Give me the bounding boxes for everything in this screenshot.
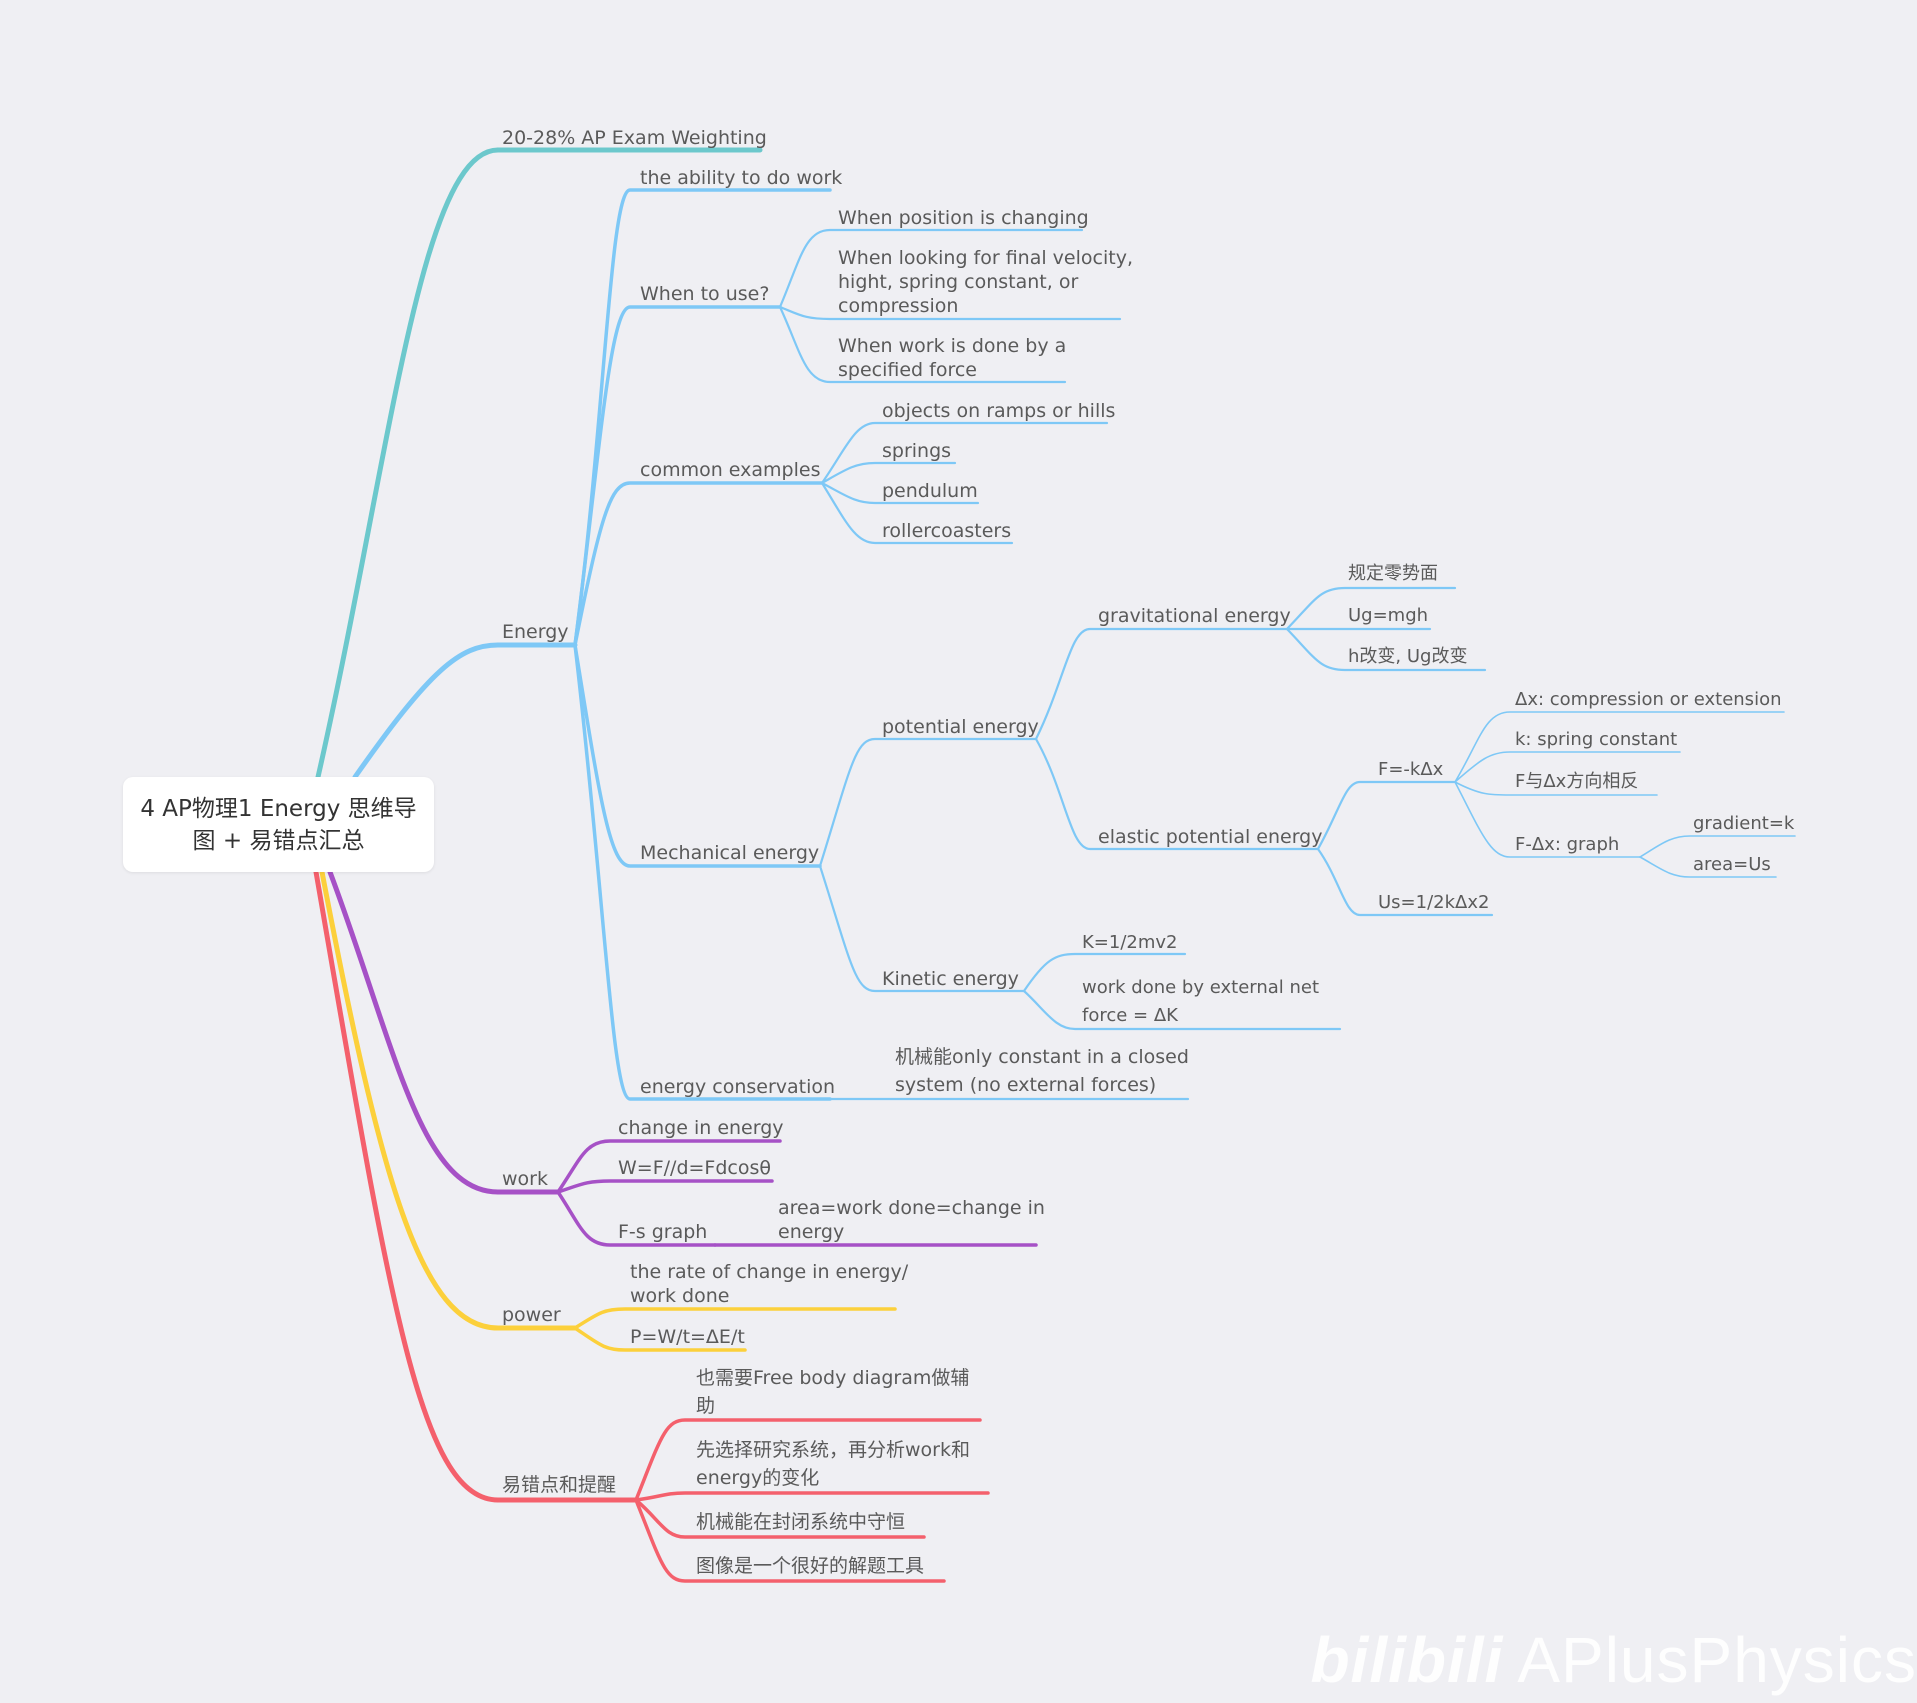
- us-label: Us=1/2kΔx2: [1378, 892, 1489, 913]
- work-item: W=F//d=Fdcosθ: [618, 1157, 771, 1179]
- when-item: When looking for final velocity,: [838, 247, 1133, 269]
- when-item: hight, spring constant, or: [838, 271, 1078, 293]
- example-item: objects on ramps or hills: [882, 400, 1115, 422]
- when-item: When work is done by a: [838, 335, 1066, 357]
- weighting-branch: [315, 147, 763, 780]
- kinetic-item: force = ΔK: [1082, 1005, 1179, 1026]
- power-label: power: [502, 1304, 561, 1326]
- kinetic-item: K=1/2mv2: [1082, 932, 1178, 953]
- when-item: specified force: [838, 359, 977, 381]
- conservation-item: system (no external forces): [895, 1074, 1156, 1096]
- kinetic-label: Kinetic energy: [882, 968, 1019, 990]
- root-node[interactable]: 4 AP物理1 Energy 思维导图 + 易错点汇总: [123, 777, 434, 872]
- hooke-item: k: spring constant: [1515, 729, 1677, 750]
- root-title: 4 AP物理1 Energy 思维导图 + 易错点汇总: [140, 795, 417, 854]
- kinetic-item: work done by external net: [1082, 977, 1319, 998]
- work-branch: [327, 869, 1038, 1247]
- power-branch: [319, 869, 897, 1352]
- power-item: work done: [630, 1285, 729, 1307]
- bilibili-logo: bilibili: [1310, 1624, 1504, 1696]
- example-item: pendulum: [882, 480, 978, 502]
- grav-item: 规定零势面: [1348, 563, 1438, 584]
- potential-label: potential energy: [882, 716, 1039, 738]
- hooke-label: F=-kΔx: [1378, 759, 1444, 780]
- graph-label: F-Δx: graph: [1515, 834, 1619, 855]
- fs-graph-label: F-s graph: [618, 1221, 707, 1243]
- mistake-item: 先选择研究系统，再分析work和: [696, 1439, 970, 1461]
- power-item: the rate of change in energy/: [630, 1261, 909, 1283]
- example-item: rollercoasters: [882, 520, 1011, 542]
- when-item: compression: [838, 295, 958, 317]
- fs-graph-item: energy: [778, 1221, 844, 1243]
- mistake-item: 也需要Free body diagram做辅: [696, 1367, 969, 1389]
- energy-label: Energy: [502, 621, 569, 643]
- labels: 20-28% AP Exam Weighting Energy the abil…: [502, 127, 1795, 1577]
- example-item: springs: [882, 440, 951, 462]
- graph-item: gradient=k: [1693, 813, 1795, 834]
- mechanical-label: Mechanical energy: [640, 842, 819, 864]
- examples-label: common examples: [640, 459, 820, 481]
- mistakes-branch: [313, 869, 990, 1583]
- hooke-item: F与Δx方向相反: [1515, 771, 1638, 792]
- when-item: When position is changing: [838, 207, 1089, 229]
- conservation-label: energy conservation: [640, 1076, 835, 1098]
- work-label: work: [502, 1168, 548, 1190]
- grav-item: h改变, Ug改变: [1348, 646, 1467, 667]
- weighting-label: 20-28% AP Exam Weighting: [502, 127, 767, 149]
- hooke-item: Δx: compression or extension: [1515, 689, 1781, 710]
- grav-item: Ug=mgh: [1348, 605, 1428, 626]
- elastic-label: elastic potential energy: [1098, 826, 1322, 848]
- mistake-item: 助: [696, 1395, 715, 1417]
- conservation-item: 机械能only constant in a closed: [895, 1046, 1189, 1068]
- power-item: P=W/t=ΔE/t: [630, 1326, 745, 1348]
- energy-branch: [352, 188, 1796, 1101]
- watermark-text: APlusPhysics: [1517, 1624, 1917, 1696]
- definition-label: the ability to do work: [640, 167, 842, 189]
- mistake-item: 机械能在封闭系统中守恒: [696, 1511, 905, 1533]
- mistake-item: energy的变化: [696, 1467, 819, 1489]
- connector: [315, 147, 501, 780]
- gravitational-label: gravitational energy: [1098, 605, 1291, 627]
- fs-graph-item: area=work done=change in: [778, 1197, 1045, 1219]
- graph-item: area=Us: [1693, 854, 1771, 875]
- work-item: change in energy: [618, 1117, 784, 1139]
- mistake-item: 图像是一个很好的解题工具: [696, 1555, 924, 1577]
- mistakes-label: 易错点和提醒: [502, 1474, 616, 1496]
- when-to-use-label: When to use?: [640, 283, 769, 305]
